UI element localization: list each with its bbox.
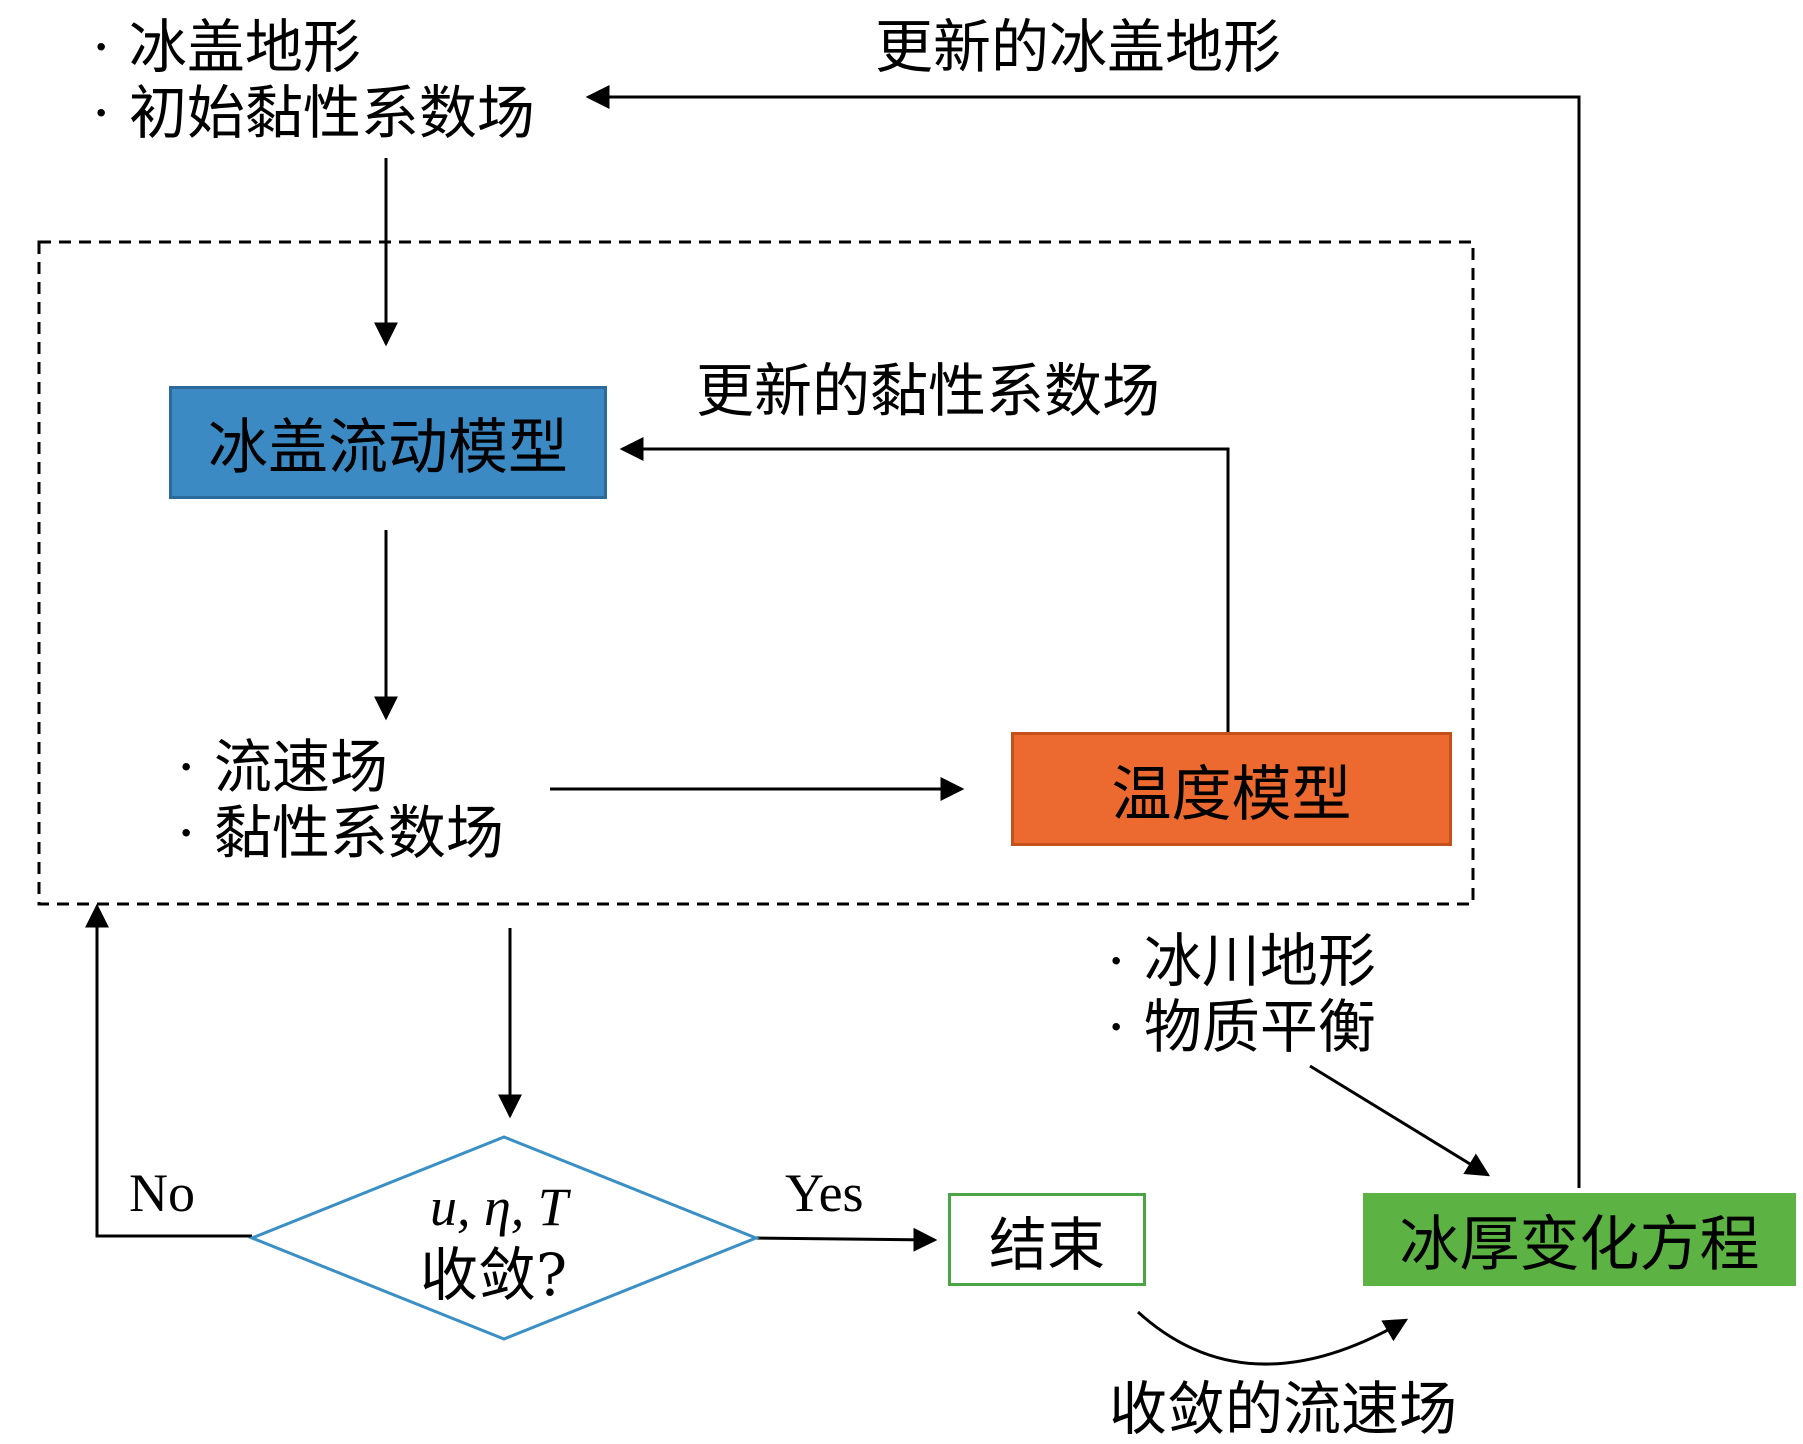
bullet: · (1107, 993, 1126, 1061)
input-topography: · 冰盖地形 (92, 14, 361, 80)
arrow-yes-branch (755, 1227, 938, 1252)
label-yes: Yes (785, 1163, 864, 1223)
decision-question: 收敛? (420, 1241, 568, 1309)
bullet: · (92, 13, 111, 81)
arrow-temperature-to-flow (619, 437, 1230, 732)
dashed-frame (37, 240, 1475, 906)
output-velocity: · 流速场 (177, 734, 388, 800)
decision-diamond (247, 1135, 761, 1341)
temperature-model-box: 温度模型 (1011, 732, 1452, 846)
label-converged-velocity: 收敛的流速场 (1109, 1375, 1458, 1443)
output-velocity-label: 流速场 (213, 733, 388, 801)
glacier-topography-label: 冰川地形 (1143, 927, 1376, 995)
input-viscosity: · 初始黏性系数场 (92, 80, 535, 146)
thickness-equation-box: 冰厚变化方程 (1363, 1193, 1796, 1286)
label-updated-viscosity: 更新的黏性系数场 (696, 357, 1161, 425)
label-no: No (129, 1163, 195, 1223)
bullet: · (177, 799, 196, 867)
decision-vars: u, η, T (430, 1177, 568, 1237)
output-viscosity: · 黏性系数场 (177, 800, 504, 866)
arrow-no-branch (85, 903, 252, 1238)
input-topography-label: 冰盖地形 (128, 13, 361, 81)
output-viscosity-label: 黏性系数场 (213, 799, 504, 867)
label-updated-topography: 更新的冰盖地形 (875, 13, 1282, 81)
arrow-thickness-to-inputs (585, 85, 1581, 1188)
mass-balance-label: 物质平衡 (1143, 993, 1376, 1061)
glacier-topography: · 冰川地形 (1107, 928, 1376, 994)
flow-model-box: 冰盖流动模型 (169, 386, 607, 499)
bullet: · (1107, 927, 1126, 995)
end-box: 结束 (948, 1193, 1146, 1286)
mass-balance: · 物质平衡 (1107, 994, 1376, 1060)
bullet: · (92, 79, 111, 147)
input-viscosity-label: 初始黏性系数场 (128, 79, 535, 147)
arrow-converged-velocity (1136, 1310, 1409, 1366)
arrow-glacier-to-thickness (1309, 1064, 1491, 1177)
bullet: · (177, 733, 196, 801)
